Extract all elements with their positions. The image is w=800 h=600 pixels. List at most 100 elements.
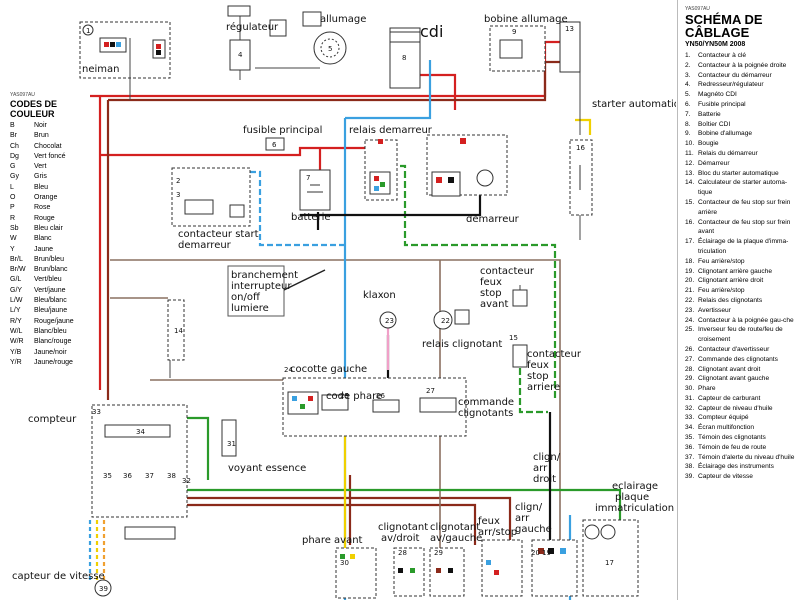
legend-item-label: Contacteur à clé (698, 52, 747, 59)
legend-item-number: 21. (685, 287, 695, 295)
label-voyant-essence: voyant essence (228, 463, 306, 474)
branchement-box (227, 265, 285, 317)
legend-item: 23.Avertisseur (685, 306, 800, 316)
label-batterie: batterie (291, 212, 331, 223)
legend-item: 29.Clignotant avant gauche (685, 374, 800, 384)
legend-item-number: 5. (685, 91, 691, 99)
legend-item-label: Témoin des clignotants (698, 434, 766, 442)
legend-item: 20.Clignotant arrière droit (685, 276, 800, 286)
legend-item-label: Bougie (698, 140, 719, 148)
label-eclairage-2: plaque (615, 492, 649, 503)
color-code-name: Blanc (34, 235, 52, 243)
legend-item: 8.Boîtier CDI (685, 120, 800, 130)
color-code-name: Gris (34, 173, 47, 181)
legend-item-number: 34. (685, 424, 695, 432)
color-code-abbrev: Gy (10, 173, 19, 181)
label-feux-stop-av-1: contacteur (480, 266, 535, 277)
legend-item-label: Batterie (698, 110, 721, 118)
color-code-abbrev: Br/L (10, 255, 23, 263)
legend-item-number: 6. (685, 100, 691, 108)
label-clign-arr-gauche-3: gauche (515, 524, 552, 535)
label-klaxon: klaxon (363, 290, 396, 301)
color-code-name: Bleu/jaune (34, 307, 68, 315)
legend-item-number: 22. (685, 296, 695, 304)
label-fusible: fusible principal (243, 125, 322, 136)
label-clign-arr-droit-3: droit (533, 474, 556, 485)
color-code-abbrev: L/Y (10, 307, 21, 315)
legend-item: 12.Démarreur (685, 159, 800, 169)
wire-brown (108, 60, 565, 102)
color-code-name: Rose (34, 204, 51, 212)
num-14: 14 (174, 327, 183, 335)
legend-item-label: Feu arrière/stop (698, 257, 745, 265)
color-code-abbrev: Y/B (10, 348, 22, 356)
legend-item-number: 37. (685, 453, 695, 461)
legend-item: 33.Compteur équipé (685, 413, 800, 423)
legend-item-number: 17. (685, 238, 695, 246)
legend-item-number: 39. (685, 473, 695, 481)
num-2: 2 (176, 177, 180, 185)
wire-brown (180, 496, 512, 545)
legend-item: 10.Bougie (685, 139, 800, 149)
num-38: 38 (167, 472, 176, 480)
color-code-row: L/Y Bleu/jaune (10, 306, 100, 316)
legend-item: 14.Calculateur de starter automa-tique (685, 178, 800, 198)
label-capteur-vitesse: capteur de vitesse (12, 571, 105, 582)
legend-item: 18.Feu arrière/stop (685, 257, 800, 267)
label-feux-stop-ar-1: contacteur (527, 349, 582, 360)
clign-av-gauche-box (429, 547, 465, 597)
legend-item-number: 10. (685, 140, 695, 148)
color-code-name: Brun (34, 132, 49, 140)
color-code-abbrev: Br (10, 132, 17, 140)
relais-clign-symbol (433, 310, 453, 330)
legend-sidebar: YAS097AU SCHÉMA DE CÂBLAGE YN50/YN50M 20… (677, 0, 800, 600)
legend-item-number: 16. (685, 218, 695, 226)
legend-item-label: Commande des clignotants (698, 355, 778, 363)
legend-item-label: Calculateur de starter automa-tique (698, 179, 788, 197)
num-27: 27 (426, 387, 435, 395)
wire-red (420, 73, 457, 110)
legend-item: 6.Fusible principal (685, 100, 800, 110)
legend-item-label: Relais des clignotants (698, 296, 763, 304)
legend-item-number: 19. (685, 267, 695, 275)
legend-item: 1.Contacteur à clé (685, 51, 800, 61)
num-33: 33 (92, 408, 101, 416)
color-code-abbrev: G (10, 163, 16, 171)
color-code-name: Rouge/jaune (34, 317, 74, 325)
color-code-abbrev: Y/R (10, 358, 22, 366)
color-code-abbrev: O (10, 194, 16, 202)
legend-item: 32.Capteur de niveau d'huile (685, 404, 800, 414)
label-clign-arr-droit-1: clign/ (533, 452, 561, 463)
num-23: 23 (385, 317, 394, 325)
legend-item-label: Contacteur du démarreur (698, 71, 772, 79)
legend-item-label: Boîtier CDI (698, 120, 731, 128)
label-clign-av-gauche-2: av/gauche (430, 533, 482, 544)
legend-item-label: Bobine d'allumage (698, 130, 753, 138)
num-13: 13 (565, 25, 574, 33)
num-26: 26 (376, 392, 385, 400)
label-contacteur-start-2: demarreur (178, 240, 232, 251)
starter-box (559, 21, 581, 73)
label-clign-arr-droit-2: arr (533, 463, 548, 474)
legend-item-label: Contacteur à la poignée gau-che (698, 316, 794, 324)
color-code-abbrev: L/W (10, 297, 23, 305)
legend-item-label: Magnéto CDI (698, 91, 737, 99)
sidebar-title-line1: SCHÉMA DE (685, 12, 763, 27)
label-clign-arr-gauche-2: arr (515, 513, 530, 524)
num-5: 5 (328, 45, 332, 53)
num-19: 19 (542, 549, 551, 557)
color-code-name: Bleu (34, 183, 49, 191)
color-code-name: Vert foncé (34, 152, 66, 160)
num-15: 15 (509, 334, 518, 342)
legend-item: 21.Feu arrière/stop (685, 286, 800, 296)
legend-item-number: 9. (685, 130, 691, 138)
components (79, 5, 639, 599)
label-clign-av-droit-2: av/droit (381, 533, 420, 544)
